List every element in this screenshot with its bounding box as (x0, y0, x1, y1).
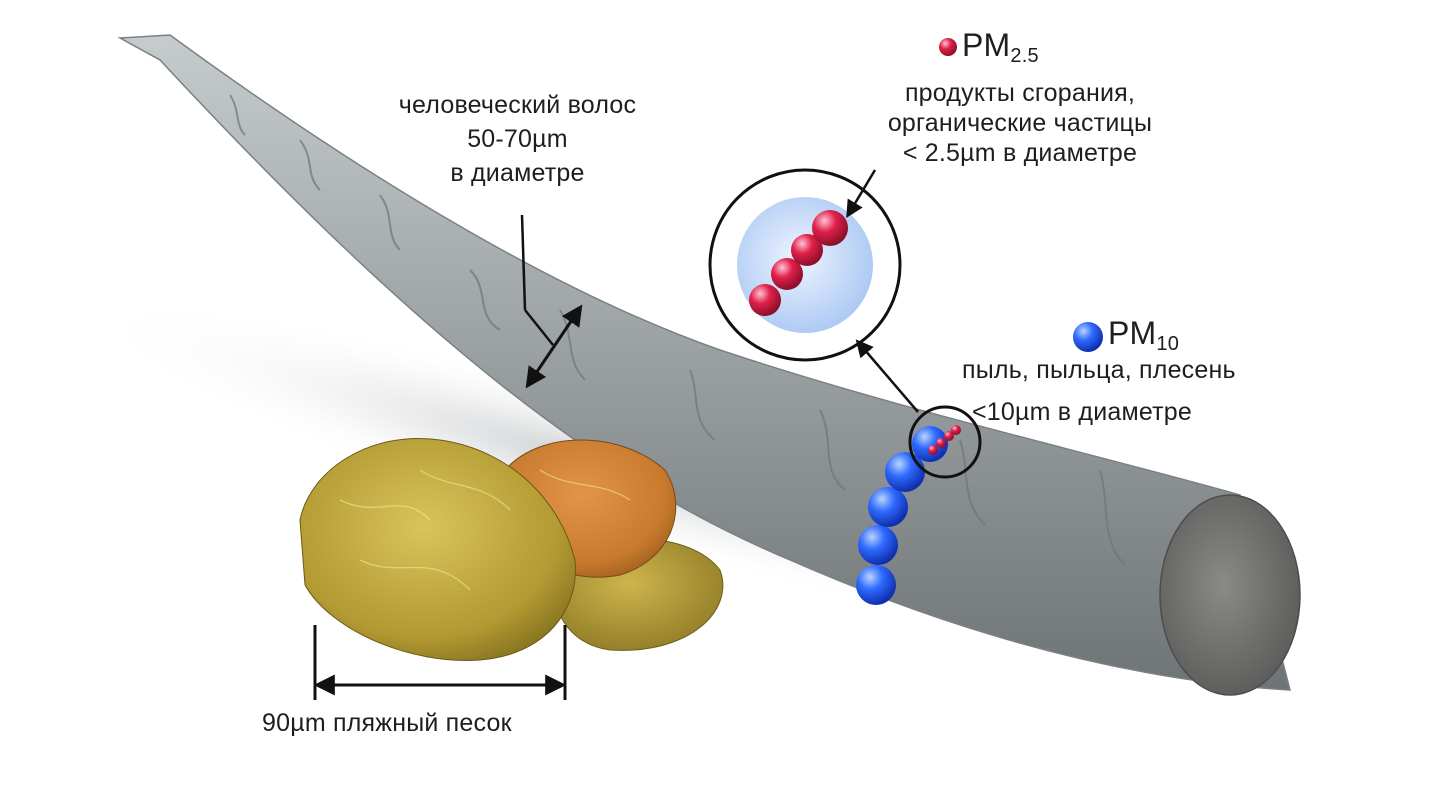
hair-cross-section (1159, 494, 1301, 696)
sand-grains (299, 438, 724, 661)
hair-size-unit: µm (532, 125, 568, 153)
pm25-title-sub: 2.5 (1010, 45, 1039, 67)
hair-note: в диаметре (450, 159, 585, 187)
pm10-size-suffix: в диаметре (1050, 398, 1193, 426)
pm25-beads-small (928, 425, 961, 455)
pm25-desc-line1: продукты сгорания, (904, 79, 1136, 107)
pm25-legend-dot (939, 38, 957, 56)
hair-label: человеческий волос 50-70µm в диаметре (375, 90, 660, 188)
pm10-title: PM10 (1108, 315, 1180, 355)
sand-label: 90µm пляжный песок (262, 708, 512, 738)
sand-size-value: 90 (262, 709, 291, 737)
pm10-legend-dot (1073, 322, 1103, 352)
pm25-size-unit: µm (960, 139, 996, 167)
pm25-desc-line2: органические частицы (887, 109, 1153, 137)
zoom-arrow (855, 339, 919, 413)
human-hair (117, 34, 1291, 691)
pm10-title-sub: 10 (1156, 333, 1180, 355)
pm-magnifier-large (708, 168, 902, 362)
hair-leader-line (520, 214, 527, 311)
pm25-description: продукты сгорания, органические частицы … (830, 78, 1210, 168)
pm25-beads-large (749, 210, 848, 316)
hair-diameter-arrow (525, 304, 583, 389)
hair-size-value: 50-70 (467, 125, 533, 153)
hair-size: 50-70µm (375, 124, 660, 154)
pm25-size-suffix: в диаметре (995, 139, 1138, 167)
pm10-size: <10µm в диаметре (972, 397, 1192, 427)
pm10-beads (856, 426, 948, 605)
pm25-pointer-arrow (846, 169, 877, 219)
pm10-title-main: PM (1108, 315, 1157, 351)
pm10-size-prefix: <10 (972, 398, 1016, 426)
hair-scales (229, 94, 1126, 566)
pm10-size-unit: µm (1015, 398, 1051, 426)
sand-dimension (313, 625, 567, 700)
sand-size-unit: µm (290, 709, 326, 737)
pm25-size: < 2.5µm в диаметре (830, 138, 1210, 168)
sand-name: пляжный песок (325, 709, 512, 737)
pm25-title-main: PM (962, 27, 1011, 63)
pm10-description: пыль, пыльца, плесень (962, 356, 1236, 384)
pm25-title: PM2.5 (962, 27, 1039, 67)
pm-magnifier-small (908, 405, 982, 479)
pm25-size-prefix: < 2.5 (902, 139, 961, 167)
hair-name: человеческий волос (398, 91, 637, 119)
